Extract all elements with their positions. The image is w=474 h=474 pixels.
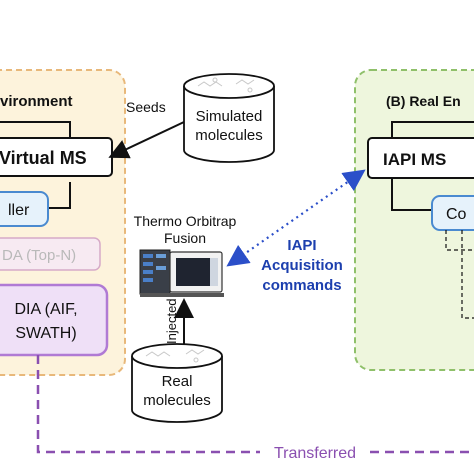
real-molecules-database-icon: Real molecules — [131, 343, 223, 423]
virtual-ms-box: Virtual MS — [0, 137, 113, 177]
svg-text:Acquisition: Acquisition — [261, 257, 343, 274]
dia-box: DIA (AIF, SWATH) — [0, 283, 109, 357]
instrument-label-line2: Fusion — [164, 230, 206, 246]
dia-label-line1: DIA (AIF, — [14, 301, 77, 318]
instrument-label-line1: Thermo Orbitrap — [134, 213, 237, 229]
seeds-label: Seeds — [126, 99, 166, 115]
dda-box: DA (Top-N) — [0, 237, 101, 271]
injected-label: Injected — [164, 298, 179, 344]
transferred-path-left — [36, 355, 260, 454]
iapi-ms-box: IAPI MS — [367, 137, 474, 179]
dda-label: DA (Top-N) — [2, 247, 76, 264]
right-dashed-lines — [445, 230, 474, 319]
left-inner-frame — [0, 121, 71, 209]
real-molecules-line1: Real — [162, 373, 193, 390]
right-controller-box: Co — [431, 195, 474, 231]
svg-text:commands: commands — [262, 277, 341, 294]
dia-label-line2: SWATH) — [15, 325, 76, 342]
virtual-ms-label: Virtual MS — [0, 148, 87, 168]
simulated-molecules-database-icon: Simulated molecules — [183, 73, 275, 163]
right-controller-label: Co — [446, 206, 467, 223]
simulated-molecules-line2: molecules — [195, 127, 263, 144]
seeds-arrow-icon — [108, 121, 185, 159]
right-environment-title: (B) Real En — [386, 93, 461, 109]
simulated-molecules-line1: Simulated — [196, 108, 263, 125]
iapi-acquisition-label: IAPI Acquisition commands — [261, 237, 343, 294]
iapi-ms-label: IAPI MS — [383, 150, 446, 169]
real-molecules-line2: molecules — [143, 392, 211, 409]
left-controller-box: ller — [0, 191, 49, 227]
mass-spectrometer-icon — [139, 249, 224, 297]
svg-text:IAPI: IAPI — [287, 237, 316, 254]
transferred-label: Transferred — [274, 445, 356, 462]
right-inner-frame — [391, 121, 474, 211]
left-controller-label: ller — [8, 202, 30, 219]
left-environment-title: vironment — [0, 93, 73, 110]
